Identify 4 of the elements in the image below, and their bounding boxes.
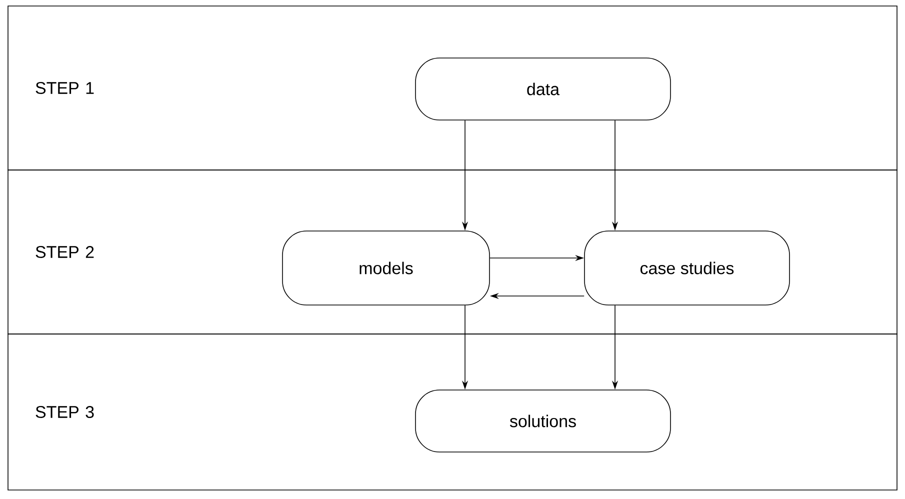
rounded-box: case studies xyxy=(584,230,790,306)
rounded-box: solutions xyxy=(415,390,671,452)
rounded-box: models xyxy=(282,230,490,306)
rounded-box: data xyxy=(415,58,671,120)
